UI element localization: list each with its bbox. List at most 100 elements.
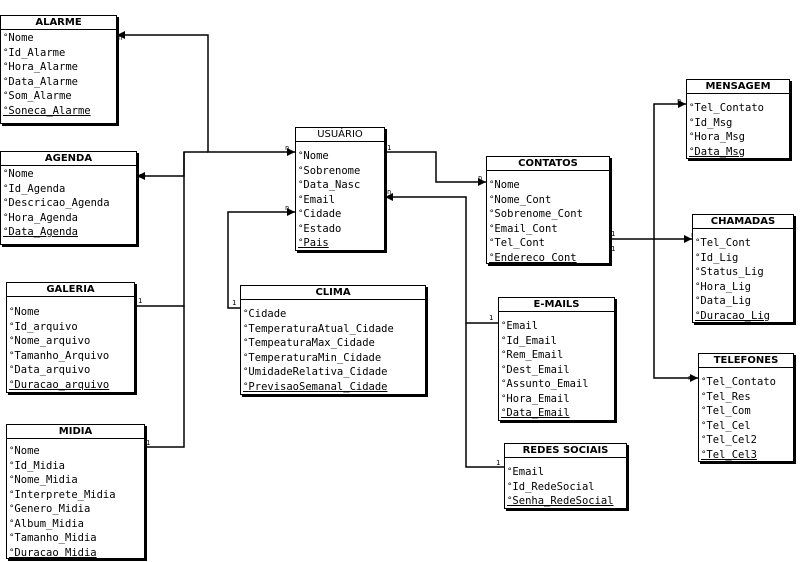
entity-galeria[interactable]: GALERIA Nome Id_arquivo Nome_arquivo Tam…	[6, 282, 135, 393]
field: Email	[296, 193, 384, 208]
card-usuario-left: n	[285, 144, 289, 152]
field: Id_Alarme	[1, 46, 116, 61]
field: Nome_arquivo	[7, 334, 134, 349]
link-clima-usuario	[227, 211, 295, 309]
entity-emails[interactable]: E-MAILS Email Id_Email Rem_Email Dest_Em…	[498, 297, 615, 421]
field: Nome	[487, 178, 609, 193]
link-usuario-agenda	[137, 151, 208, 177]
entity-alarme[interactable]: ALARME Nome Id_Alarme Hora_Alarme Data_A…	[0, 15, 117, 124]
entity-clima[interactable]: CLIMA Cidade TemperaturaAtual_Cidade Tem…	[240, 285, 426, 395]
field: Nome	[1, 31, 116, 46]
field: Data_Email	[499, 406, 614, 421]
entity-telefones[interactable]: TELEFONES Tel_Contato Tel_Res Tel_Com Te…	[698, 353, 794, 462]
field: Soneca_Alarme	[1, 104, 116, 119]
card-midia: 1	[146, 439, 150, 447]
entity-contatos[interactable]: CONTATOS Nome Nome_Cont Sobrenome_Cont E…	[486, 156, 610, 264]
arrow-usuario-clima	[287, 208, 295, 216]
entity-title: MENSAGEM	[687, 80, 789, 94]
entity-mensagem[interactable]: MENSAGEM Tel_Contato Id_Msg Hora_Msg Dat…	[686, 79, 790, 159]
field: Data_Msg	[687, 145, 789, 160]
entity-usuario[interactable]: USUÁRIO Nome Sobrenome Data_Nasc Email C…	[295, 127, 385, 251]
entity-redes-sociais[interactable]: REDES SOCIAIS Email Id_RedeSocial Senha_…	[504, 443, 627, 509]
field: Id_Lig	[693, 251, 793, 266]
field: Sobrenome	[296, 164, 384, 179]
entity-title: E-MAILS	[499, 298, 614, 312]
entity-title: TELEFONES	[699, 354, 793, 368]
entity-title: USUÁRIO	[296, 128, 384, 142]
entity-midia[interactable]: MIDIA Nome Id_Midia Nome_Midia Interpret…	[6, 424, 145, 559]
field: Nome	[7, 444, 144, 459]
entity-chamadas[interactable]: CHAMADAS Tel_Cont Id_Lig Status_Lig Hora…	[692, 214, 794, 323]
field: TempeaturaMax_Cidade	[241, 336, 425, 351]
link-contatos-mensagem	[653, 103, 686, 239]
field: Descricao_Agenda	[1, 196, 136, 211]
field: Nome_Cont	[487, 193, 609, 208]
field: Genero_Midia	[7, 502, 144, 517]
card-contatos: n	[478, 174, 482, 182]
card-agenda: n	[139, 172, 143, 180]
card-galeria: 1	[138, 297, 142, 305]
field: TemperaturaMin_Cidade	[241, 351, 425, 366]
card-contatos-b: 1	[611, 245, 615, 253]
field: Id_Email	[499, 334, 614, 349]
field: Nome	[7, 305, 134, 320]
field: Duracao_Midia	[7, 546, 144, 561]
link-redes-usuario	[465, 323, 504, 468]
field: Nome_Midia	[7, 473, 144, 488]
field: Tel_Cont	[487, 236, 609, 251]
field: Album_Midia	[7, 517, 144, 532]
field: Tel_Contato	[699, 375, 793, 390]
field: Pais	[296, 236, 384, 251]
field: Id_Midia	[7, 459, 144, 474]
link-midia-usuario	[145, 306, 185, 448]
field: Hora_Lig	[693, 280, 793, 295]
field: Interprete_Midia	[7, 488, 144, 503]
card-telefones: n	[688, 374, 692, 382]
field: Duracao_arquivo	[7, 378, 134, 393]
card-usuario-emails: n	[387, 188, 391, 196]
field: Tel_Com	[699, 404, 793, 419]
field: Email_Cont	[487, 222, 609, 237]
arrow-usuario-emails	[385, 193, 393, 201]
field: Data_arquivo	[7, 363, 134, 378]
field: Data_Nasc	[296, 178, 384, 193]
field: Tel_Cont	[693, 236, 793, 251]
field: Nome	[296, 149, 384, 164]
field: Data_Alarme	[1, 75, 116, 90]
card-contatos-a: 1	[611, 230, 615, 238]
field: Tel_Contato	[687, 101, 789, 116]
field: PrevisaoSemanal_Cidade	[241, 380, 425, 395]
field: Id_arquivo	[7, 320, 134, 335]
field: Endereco_Cont	[487, 251, 609, 266]
card-mensagem: n	[677, 97, 681, 105]
field: Estado	[296, 222, 384, 237]
arrow-telefones	[690, 374, 698, 382]
link-usuario-contatos	[385, 151, 486, 183]
entity-title: ALARME	[1, 16, 116, 30]
field: Data_Agenda	[1, 225, 136, 240]
field: Hora_Email	[499, 392, 614, 407]
field: Tel_Cel2	[699, 433, 793, 448]
field: Cidade	[241, 307, 425, 322]
field: Id_Agenda	[1, 182, 136, 197]
field: Tel_Cel3	[699, 448, 793, 463]
entity-agenda[interactable]: AGENDA Nome Id_Agenda Descricao_Agenda H…	[0, 151, 137, 245]
link-emails-usuario	[385, 196, 498, 324]
field: Duracao_Lig	[693, 309, 793, 324]
arrow-alarme	[117, 31, 125, 39]
field: Hora_Agenda	[1, 211, 136, 226]
card-alarme: n	[118, 34, 122, 42]
field: Data_Lig	[693, 294, 793, 309]
field: Som_Alarme	[1, 89, 116, 104]
arrow-agenda	[137, 172, 145, 180]
card-emails: 1	[489, 314, 493, 322]
field: Tel_Res	[699, 390, 793, 405]
entity-title: CLIMA	[241, 286, 425, 300]
field: Nome	[1, 167, 136, 182]
field: Sobrenome_Cont	[487, 207, 609, 222]
entity-title: MIDIA	[7, 425, 144, 439]
field: Email	[505, 465, 626, 480]
field: Dest_Email	[499, 363, 614, 378]
field: Id_RedeSocial	[505, 480, 626, 495]
